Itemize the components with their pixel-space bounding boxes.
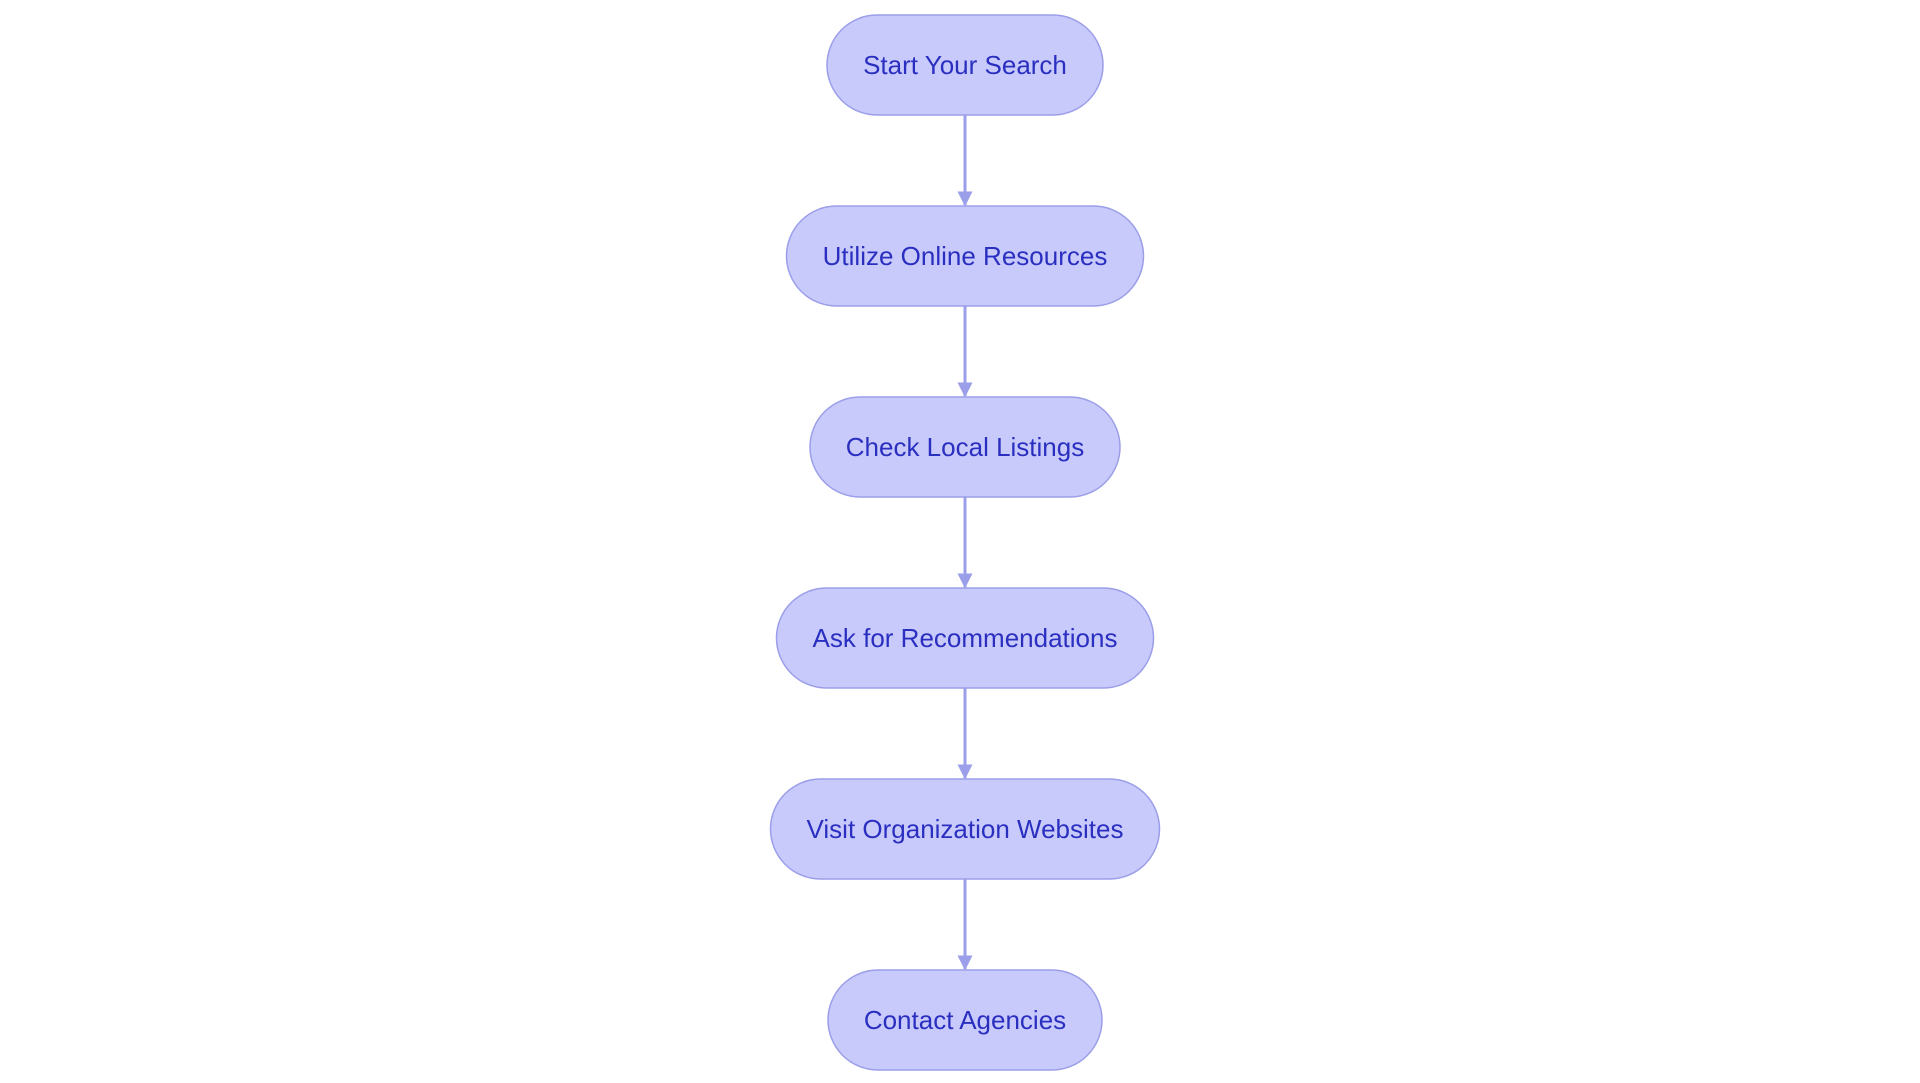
node-label: Utilize Online Resources (823, 241, 1108, 271)
node-utilize-online-resources: Utilize Online Resources (785, 205, 1145, 307)
node-label: Start Your Search (863, 50, 1067, 80)
nodes-layer: Start Your Search Utilize Online Resourc… (769, 14, 1161, 1071)
node-start-your-search: Start Your Search (826, 14, 1104, 116)
node-label: Visit Organization Websites (807, 814, 1124, 844)
node-label: Contact Agencies (864, 1005, 1066, 1035)
node-label: Check Local Listings (846, 432, 1084, 462)
node-contact-agencies: Contact Agencies (827, 969, 1103, 1071)
node-label: Ask for Recommendations (813, 623, 1118, 653)
node-visit-organization-websites: Visit Organization Websites (769, 778, 1161, 880)
node-check-local-listings: Check Local Listings (809, 396, 1121, 498)
node-ask-for-recommendations: Ask for Recommendations (775, 587, 1155, 689)
